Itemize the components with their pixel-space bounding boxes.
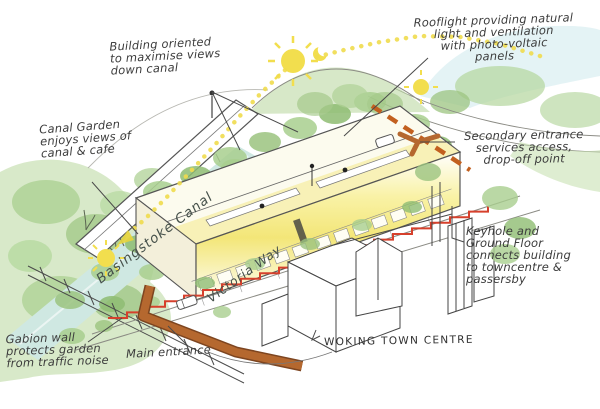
service-route — [370, 104, 472, 172]
rooflight-strip — [205, 187, 301, 227]
note-rooflight: Rooflight providing natural light and ve… — [413, 10, 574, 64]
note-gabion-wall: Gabion wall protects garden from traffic… — [5, 329, 110, 371]
ground-line — [207, 351, 333, 365]
view-arrow — [117, 230, 134, 245]
car-icon — [375, 134, 395, 148]
sun-icon — [268, 36, 318, 86]
town-centre-blocks — [207, 182, 495, 365]
leader-lines — [87, 57, 465, 347]
note-secondary-entrance: Secondary entrance services access, drop… — [463, 126, 584, 167]
main-entrance-ramp — [137, 284, 304, 372]
canopy-building — [75, 90, 259, 259]
car-icon — [176, 295, 198, 310]
hill-contour-line — [87, 89, 269, 169]
note-keyhole: Keyhole and Ground Floor connects buildi… — [466, 224, 571, 286]
rooflight-strip — [315, 149, 411, 189]
distant-landscape — [367, 25, 600, 192]
keyhole-entrance — [293, 218, 308, 244]
note-building-orientation: Building oriented to maximise views down… — [109, 34, 221, 78]
right-foliage — [415, 163, 536, 264]
sun-path-sight-line — [117, 33, 543, 245]
dropoff-driveway — [397, 131, 441, 157]
sun-icon-small — [404, 70, 438, 104]
sun-icon-garden — [88, 240, 124, 276]
